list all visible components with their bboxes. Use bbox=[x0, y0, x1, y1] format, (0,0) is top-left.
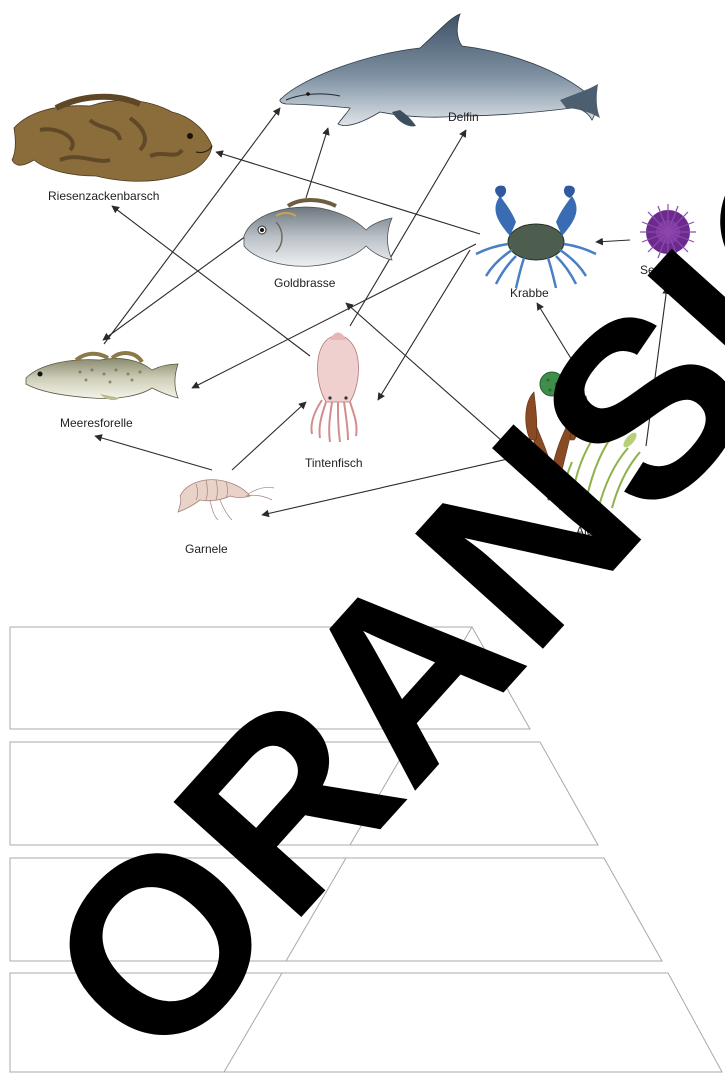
dolphin-illustration bbox=[280, 14, 600, 126]
label-shrimp: Garnele bbox=[185, 542, 228, 556]
label-squid: Tintenfisch bbox=[305, 456, 363, 470]
arrow-shrimp-to-trout bbox=[95, 436, 212, 470]
trout-illustration bbox=[26, 353, 178, 400]
arrow-shrimp-to-squid bbox=[232, 402, 306, 470]
label-trout: Meeresforelle bbox=[60, 416, 133, 430]
label-grouper: Riesenzackenbarsch bbox=[48, 189, 159, 203]
shrimp-illustration bbox=[178, 480, 274, 520]
squid-illustration bbox=[311, 333, 358, 443]
arrow-squid-to-dolphin bbox=[350, 130, 466, 326]
label-seabream: Goldbrasse bbox=[274, 276, 336, 290]
label-dolphin: Delfin bbox=[448, 110, 479, 124]
arrow-crab-to-squid bbox=[378, 250, 470, 400]
arrow-seabream-to-trout bbox=[103, 236, 246, 340]
arrow-seabream-to-dolphin bbox=[306, 128, 328, 198]
seabream-illustration bbox=[244, 200, 392, 266]
grouper-illustration bbox=[12, 97, 212, 182]
label-crab: Krabbe bbox=[510, 286, 549, 300]
